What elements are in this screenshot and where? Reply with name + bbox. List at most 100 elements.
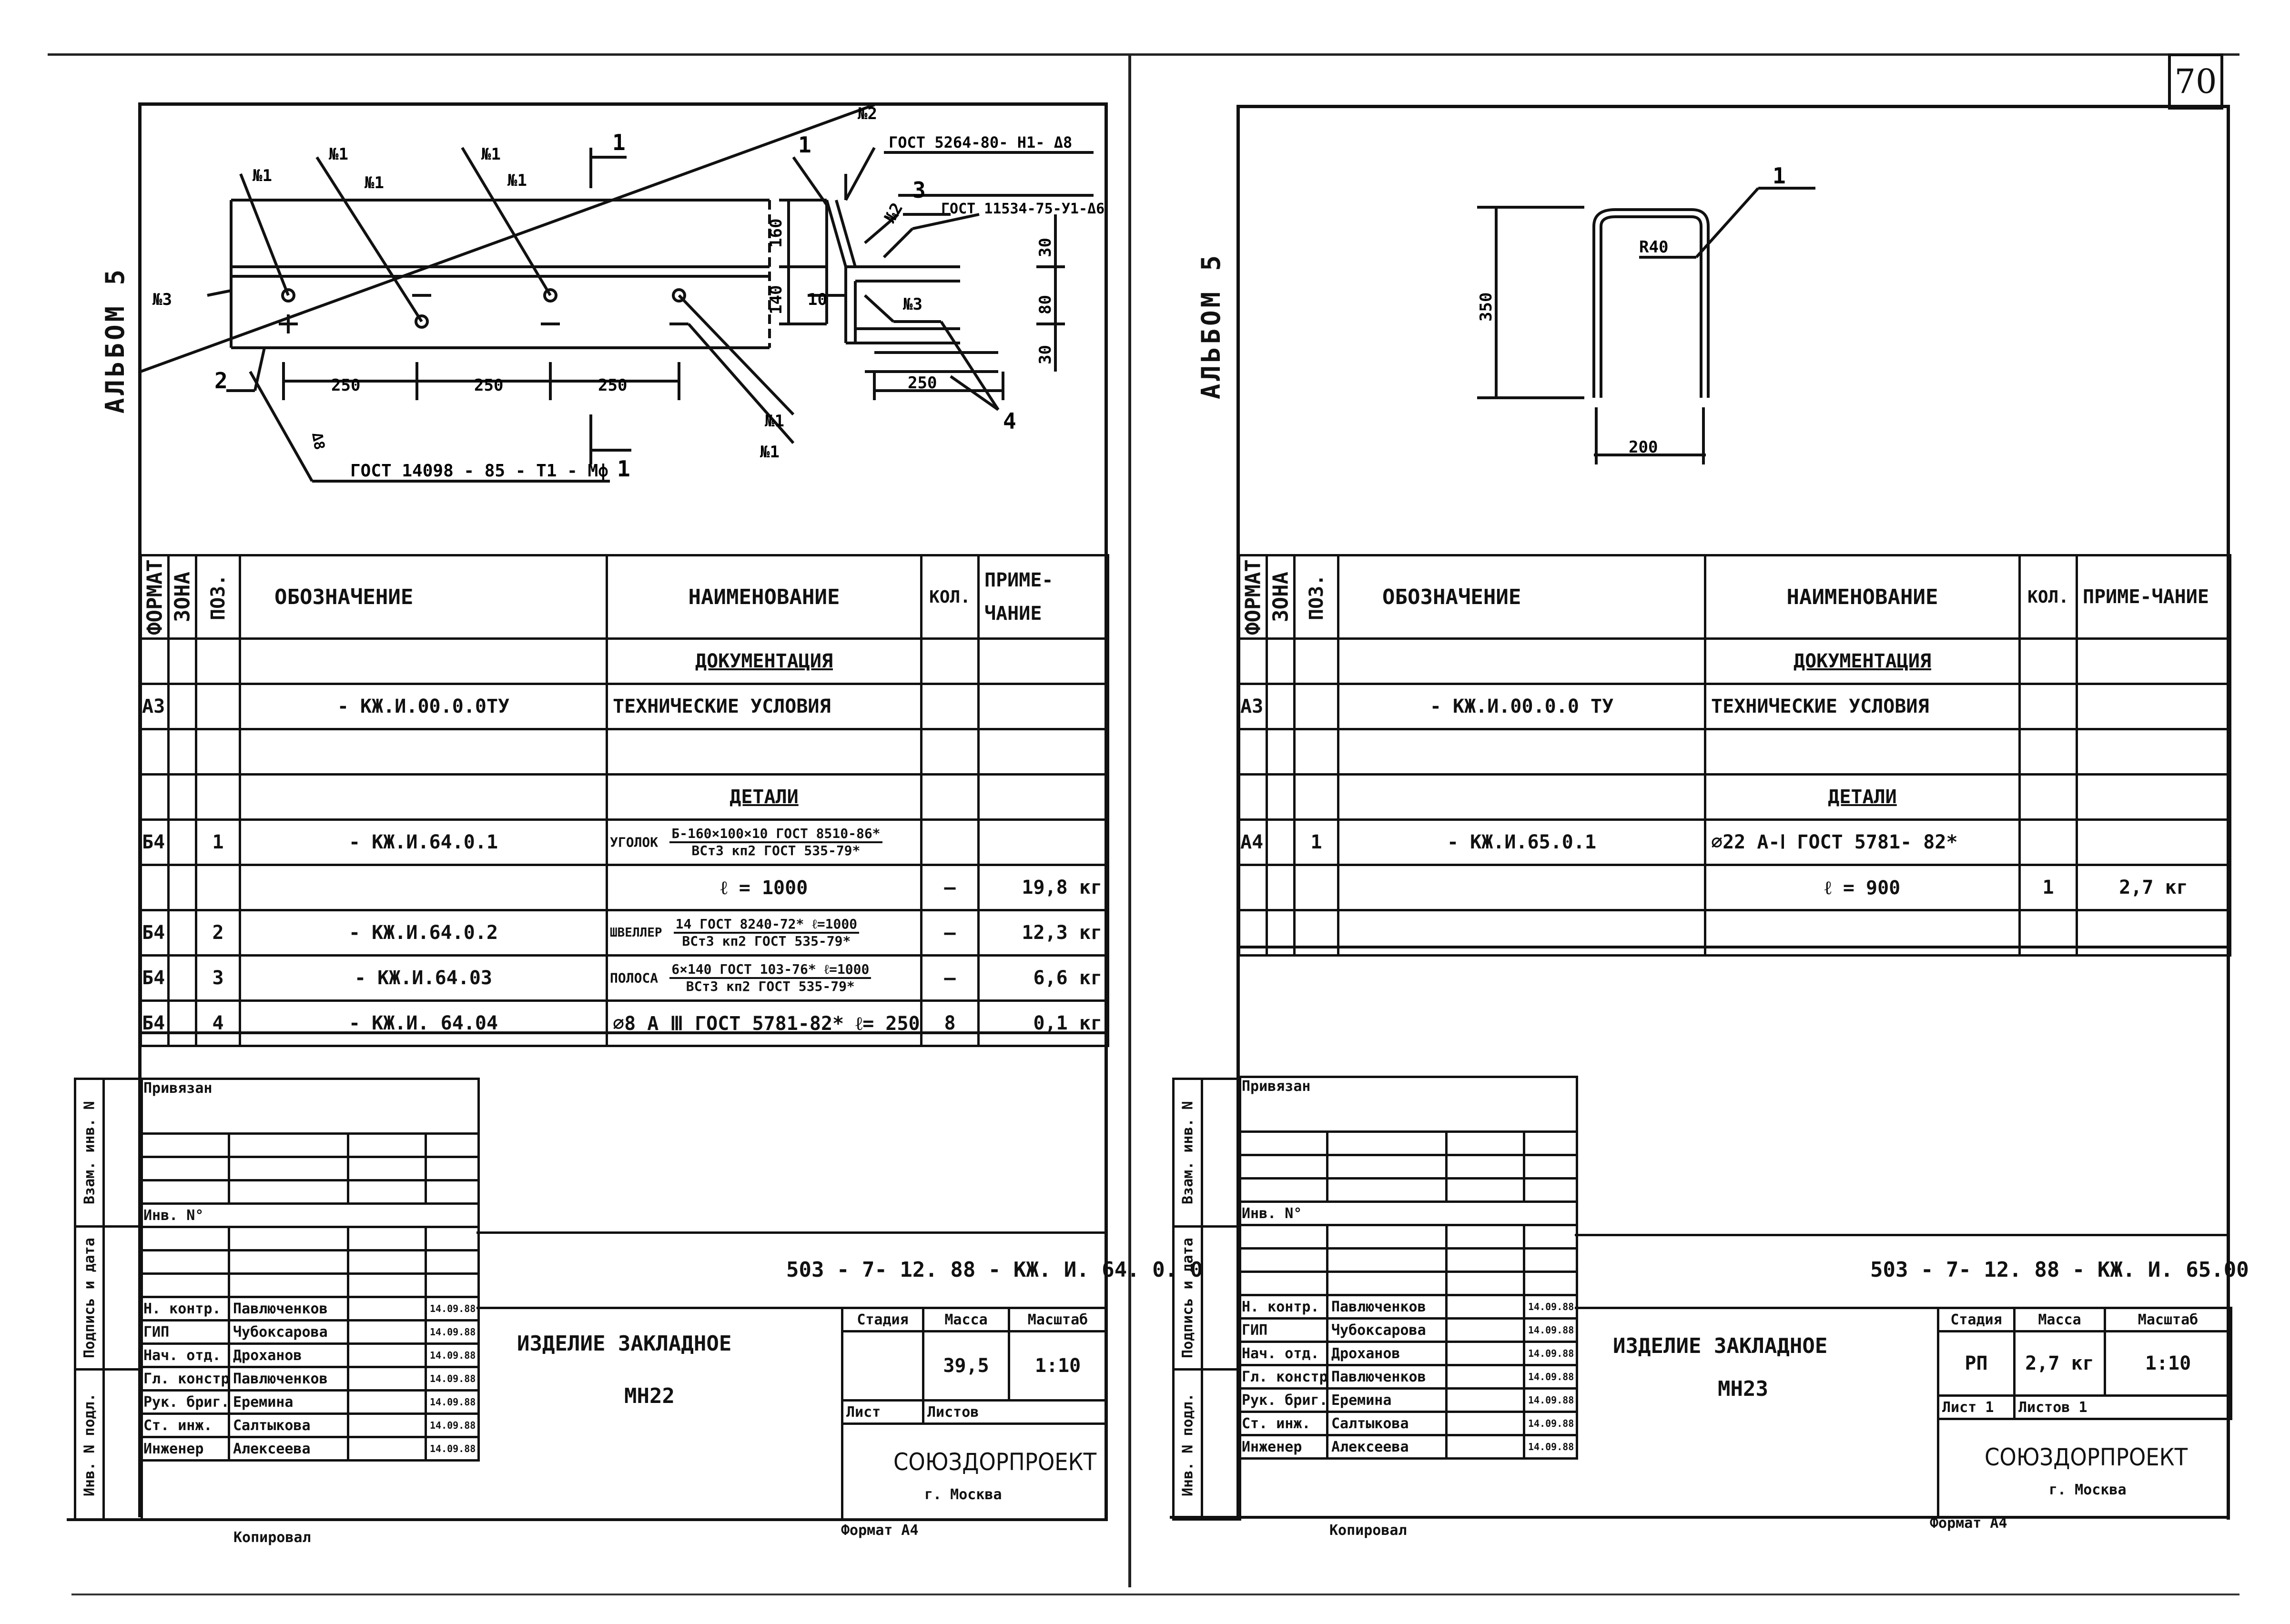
col-header-designation: ОБОЗНАЧЕНИЕ xyxy=(239,554,608,640)
cell-qty: 1 xyxy=(2018,864,2078,911)
signature xyxy=(1445,1364,1525,1390)
right-product-mark: МН23 xyxy=(1718,1377,1768,1401)
right-copied-by: Копировал xyxy=(1329,1522,1407,1539)
fraction-denominator: ВСт3 кп2 ГОСТ 535-79* xyxy=(682,933,851,949)
col-header-format: ФОРМАТ xyxy=(141,555,169,639)
cell-format: Б4 xyxy=(140,818,170,866)
left-spec-table: ФОРМАТ ЗОНА ПОЗ. ОБОЗНАЧЕНИЕ НАИМЕНОВАНИ… xyxy=(140,554,1109,1047)
mark-label: №3 xyxy=(152,290,172,309)
sheet-label: Лист xyxy=(1942,1399,1977,1416)
table-row: ДОКУМЕНТАЦИЯ xyxy=(1238,637,2231,685)
section-documentation: ДОКУМЕНТАЦИЯ xyxy=(1704,637,2021,685)
cell-designation: - КЖ.И.64.0.1 xyxy=(239,818,608,866)
name-prefix: ПОЛОСА xyxy=(610,970,659,986)
privyazan-label: Привязан xyxy=(138,1078,480,1135)
scale-label: Масштаб xyxy=(2104,1307,2232,1332)
left-document-code: 503 - 7- 12. 88 - КЖ. И. 64. 0. 0 xyxy=(786,1258,1203,1282)
cell-qty: — xyxy=(920,954,980,1002)
cell-name: ∅22 А-Ⅰ ГОСТ 5781- 82* xyxy=(1704,818,2021,866)
dim-label: 140 xyxy=(767,285,786,314)
cell-pos: 2 xyxy=(195,909,241,957)
side-label-inv: Инв. N подл. xyxy=(1173,1369,1202,1520)
left-org-name: СОЮЗДОРПРОЕКТ xyxy=(893,1448,1097,1476)
sheet-number: 1 xyxy=(1985,1399,1994,1416)
mass-value: 39,5 xyxy=(922,1330,1010,1402)
cell-designation: - КЖ.И.00.0.0ТУ xyxy=(239,683,608,730)
table-row: ℓ = 900 1 2,7 кг xyxy=(1238,864,2231,911)
page-number: 70 xyxy=(2174,62,2217,101)
side-label-replace: Взам. инв. N xyxy=(1173,1079,1202,1227)
signature xyxy=(1445,1317,1525,1343)
dim-label: 10 xyxy=(808,290,827,309)
mark-label: №1 xyxy=(365,173,384,192)
side-label-inv: Инв. N подл. xyxy=(75,1369,104,1520)
right-product-name: ИЗДЕЛИЕ ЗАКЛАДНОЕ xyxy=(1613,1334,1828,1358)
mark-label: №1 xyxy=(760,443,780,462)
name-fraction: 14 ГОСТ 8240-72* ℓ=1000 ВСт3 кп2 ГОСТ 53… xyxy=(673,917,860,949)
privyazan-label: Привязан xyxy=(1236,1076,1578,1133)
cell-qty: — xyxy=(920,864,980,911)
dim-label: 30 xyxy=(1036,345,1055,364)
sheets-cell: Листов 1 xyxy=(2013,1394,2232,1420)
table-row: А3 - КЖ.И.00.0.0 ТУ ТЕХНИЧЕСКИЕ УСЛОВИЯ xyxy=(1238,683,2231,730)
table-row: А4 1 - КЖ.И.65.0.1 ∅22 А-Ⅰ ГОСТ 5781- 82… xyxy=(1238,818,2231,866)
right-drawing: 350 200 R40 1 xyxy=(1477,163,1815,464)
signature xyxy=(347,1436,427,1462)
left-side-stamp: Взам. инв. N Подпись и дата Инв. N подл. xyxy=(74,1078,143,1521)
left-product-name: ИЗДЕЛИЕ ЗАКЛАДНОЕ xyxy=(517,1331,732,1356)
signature xyxy=(347,1342,427,1368)
right-spec-bottom-line xyxy=(1236,946,2230,948)
section-parts: ДЕТАЛИ xyxy=(1704,773,2021,821)
cell-name: ПОЛОСА 6×140 ГОСТ 103-76* ℓ=1000 ВСт3 кп… xyxy=(606,954,922,1002)
mark-label: №2 xyxy=(858,105,877,123)
section-parts: ДЕТАЛИ xyxy=(606,773,922,821)
right-stamp-bottom-line xyxy=(1170,1516,2230,1519)
left-product-mark: МН22 xyxy=(624,1384,675,1408)
left-sheet-right-line xyxy=(1104,1029,1108,1520)
table-row: ДОКУМЕНТАЦИЯ xyxy=(140,637,1109,685)
cell-qty: — xyxy=(920,909,980,957)
dim-label: 250 xyxy=(908,373,937,393)
cell-designation: - КЖ.И.65.0.1 xyxy=(1337,818,1706,866)
signature xyxy=(1445,1294,1525,1320)
signature xyxy=(347,1412,427,1438)
cell-format: Б4 xyxy=(140,999,170,1047)
cell-pos: 4 xyxy=(195,999,241,1047)
scale-value: 1:10 xyxy=(1008,1330,1108,1402)
cell-qty: 8 xyxy=(920,999,980,1047)
weld-note: Δ8 xyxy=(308,431,328,451)
col-header-pos: ПОЗ. xyxy=(196,555,240,639)
col-header-zone: ЗОНА xyxy=(1267,555,1295,639)
left-org-city: г. Москва xyxy=(924,1486,1002,1503)
cell-pos: 1 xyxy=(1293,818,1339,866)
stage-value xyxy=(841,1330,924,1402)
signature xyxy=(347,1296,427,1321)
cell-pos: 1 xyxy=(195,818,241,866)
table-row: А3 - КЖ.И.00.0.0ТУ ТЕХНИЧЕСКИЕ УСЛОВИЯ xyxy=(140,683,1109,730)
signature xyxy=(1445,1341,1525,1366)
mark-label: №1 xyxy=(481,145,501,164)
mark-label: №1 xyxy=(765,412,784,431)
scale-label: Масштаб xyxy=(1008,1307,1108,1332)
mark-label: №1 xyxy=(329,145,348,164)
col-header-qty: КОЛ. xyxy=(920,554,980,640)
signature xyxy=(1445,1434,1525,1460)
scale-value: 1:10 xyxy=(2104,1330,2232,1397)
cell-pos: 3 xyxy=(195,954,241,1002)
mass-label: Масса xyxy=(922,1307,1010,1332)
col-header-pos: ПОЗ. xyxy=(1294,555,1338,639)
col-header-note: ПРИМЕ-ЧАНИЕ xyxy=(2076,554,2231,640)
cell-designation: - КЖ.И.00.0.0 ТУ xyxy=(1337,683,1706,730)
cell-format: Б4 xyxy=(140,954,170,1002)
cell-name: ШВЕЛЛЕР 14 ГОСТ 8240-72* ℓ=1000 ВСт3 кп2… xyxy=(606,909,922,957)
table-row: Б4 2 - КЖ.И.64.0.2 ШВЕЛЛЕР 14 ГОСТ 8240-… xyxy=(140,909,1109,957)
